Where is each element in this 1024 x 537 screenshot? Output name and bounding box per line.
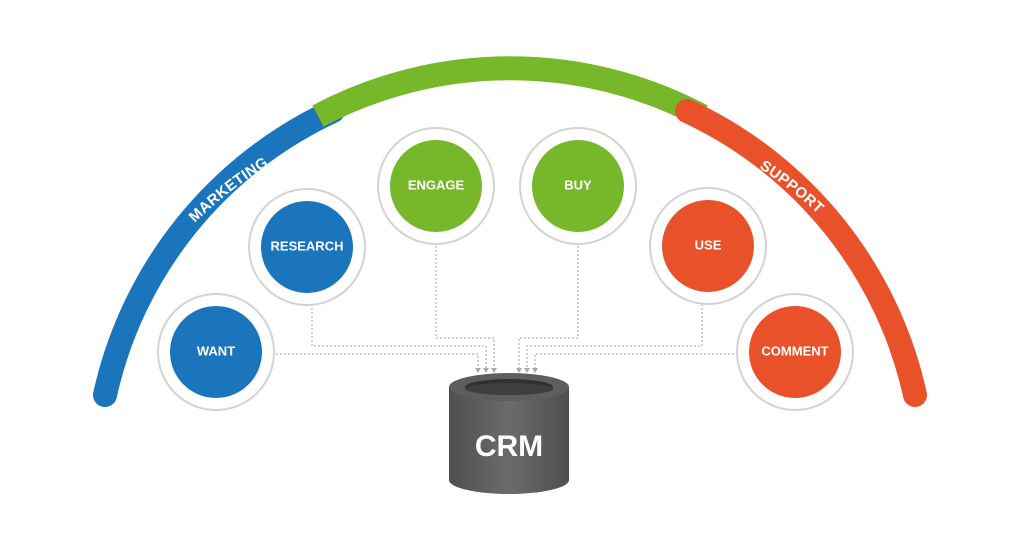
crm-label: CRM [475,430,543,463]
connector-buy [518,242,579,370]
support-arc [675,99,927,407]
sales-arc [312,56,708,127]
node-comment-label: COMMENT [761,343,828,358]
node-engage-label: ENGAGE [408,177,465,192]
connector-engage [435,242,495,370]
sales-label: SALES [484,79,537,96]
node-want-label: WANT [197,343,235,358]
connector-comment [534,353,742,370]
connectors [272,242,742,373]
node-research: RESEARCH [248,188,366,306]
crm-cylinder-body [449,387,569,494]
node-buy-label: BUY [564,177,592,192]
marketing-arc [93,99,345,407]
connector-use [526,300,703,370]
connector-research [311,300,487,370]
node-use: USE [649,187,767,305]
connector-want [272,353,479,370]
node-buy: BUY [519,127,637,245]
node-want: WANT [157,293,275,411]
arrowheads [475,368,538,373]
node-comment: COMMENT [736,293,854,411]
node-use-label: USE [695,237,722,252]
crm-database-icon: CRM [449,373,569,494]
node-engage: ENGAGE [377,127,495,245]
node-research-label: RESEARCH [271,238,344,253]
